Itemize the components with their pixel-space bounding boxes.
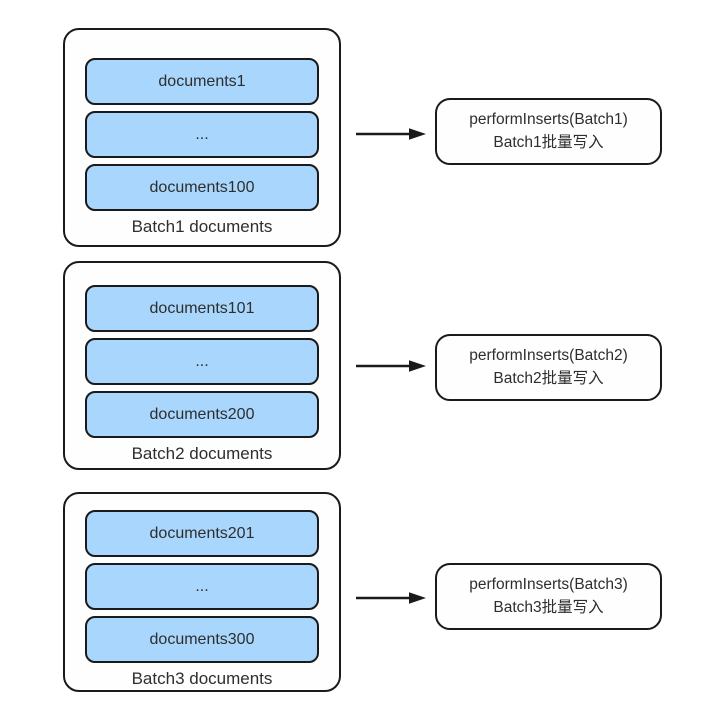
document-pill: documents201 [85, 510, 319, 557]
document-pill: documents100 [85, 164, 319, 211]
document-pill: documents101 [85, 285, 319, 332]
document-pill: documents300 [85, 616, 319, 663]
perform-inserts-call-label: performInserts(Batch1) [469, 111, 628, 129]
right-arrow-icon [356, 360, 426, 372]
perform-inserts-call-label: performInserts(Batch2) [469, 347, 628, 365]
right-arrow-icon [356, 128, 426, 140]
document-pill-ellipsis: ... [85, 338, 319, 385]
document-pill: documents1 [85, 58, 319, 105]
batch1-caption: Batch1 documents [131, 217, 273, 236]
batch2-caption: Batch2 documents [131, 444, 273, 463]
document-pill-ellipsis: ... [85, 563, 319, 610]
batch3-caption: Batch3 documents [131, 669, 273, 688]
document-pill: documents200 [85, 391, 319, 438]
perform-inserts-chinese-label: Batch2批量写入 [493, 369, 604, 387]
right-arrow-icon [356, 592, 426, 604]
batch1-container: documents1 ... documents100 Batch1 docum… [63, 28, 341, 247]
batch2-container: documents101 ... documents200 Batch2 doc… [63, 261, 341, 470]
perform-inserts-batch1-box: performInserts(Batch1) Batch1批量写入 [435, 98, 662, 165]
perform-inserts-batch3-box: performInserts(Batch3) Batch3批量写入 [435, 563, 662, 630]
perform-inserts-call-label: performInserts(Batch3) [469, 576, 628, 594]
perform-inserts-chinese-label: Batch1批量写入 [493, 133, 604, 151]
batch3-container: documents201 ... documents300 Batch3 doc… [63, 492, 341, 692]
document-pill-ellipsis: ... [85, 111, 319, 158]
perform-inserts-batch2-box: performInserts(Batch2) Batch2批量写入 [435, 334, 662, 401]
perform-inserts-chinese-label: Batch3批量写入 [493, 598, 604, 616]
